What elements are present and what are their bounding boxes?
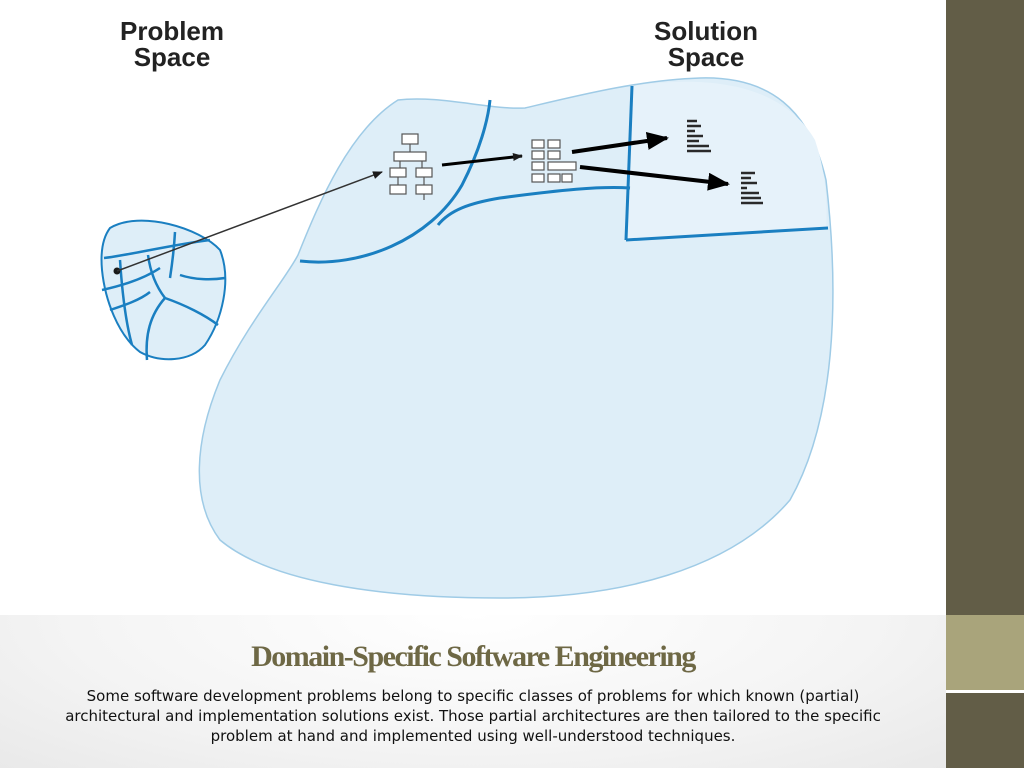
tailored-architecture-icon: [531, 139, 577, 183]
tailored-to-implementation-arrow-1: [571, 132, 669, 154]
solution-space-label-line1: Solution: [654, 16, 758, 46]
figure-area: Problem Space Solution Space: [100, 16, 834, 599]
problem-region: [100, 219, 227, 361]
solution-subregion: [626, 81, 827, 240]
slide-title: Domain-Specific Software Engineering: [251, 640, 696, 673]
problem-space-label-line2: Space: [134, 42, 211, 72]
architecture-to-tailored-arrow: [441, 153, 523, 167]
problem-space-label-line1: Problem: [120, 16, 224, 46]
reference-architecture-icon: [389, 133, 433, 200]
tailored-to-implementation-arrow-2: [579, 165, 730, 191]
partition-lines: [299, 85, 829, 264]
domain-diagram: Problem Space Solution Space: [100, 16, 834, 599]
implementation-code-icon-2: [741, 171, 763, 205]
sidebar-accent-block: [946, 615, 1024, 690]
caption-area: [0, 615, 946, 768]
slide: Problem Space Solution Space Domain-Spec…: [0, 16, 946, 768]
implementation-code-icon-1: [687, 119, 711, 153]
slide-body-text: Some software development problems belon…: [65, 687, 881, 745]
problem-to-architecture-arrow: [116, 171, 383, 272]
sidebar-divider: [946, 690, 1024, 693]
solution-space-label-line2: Space: [668, 42, 745, 72]
